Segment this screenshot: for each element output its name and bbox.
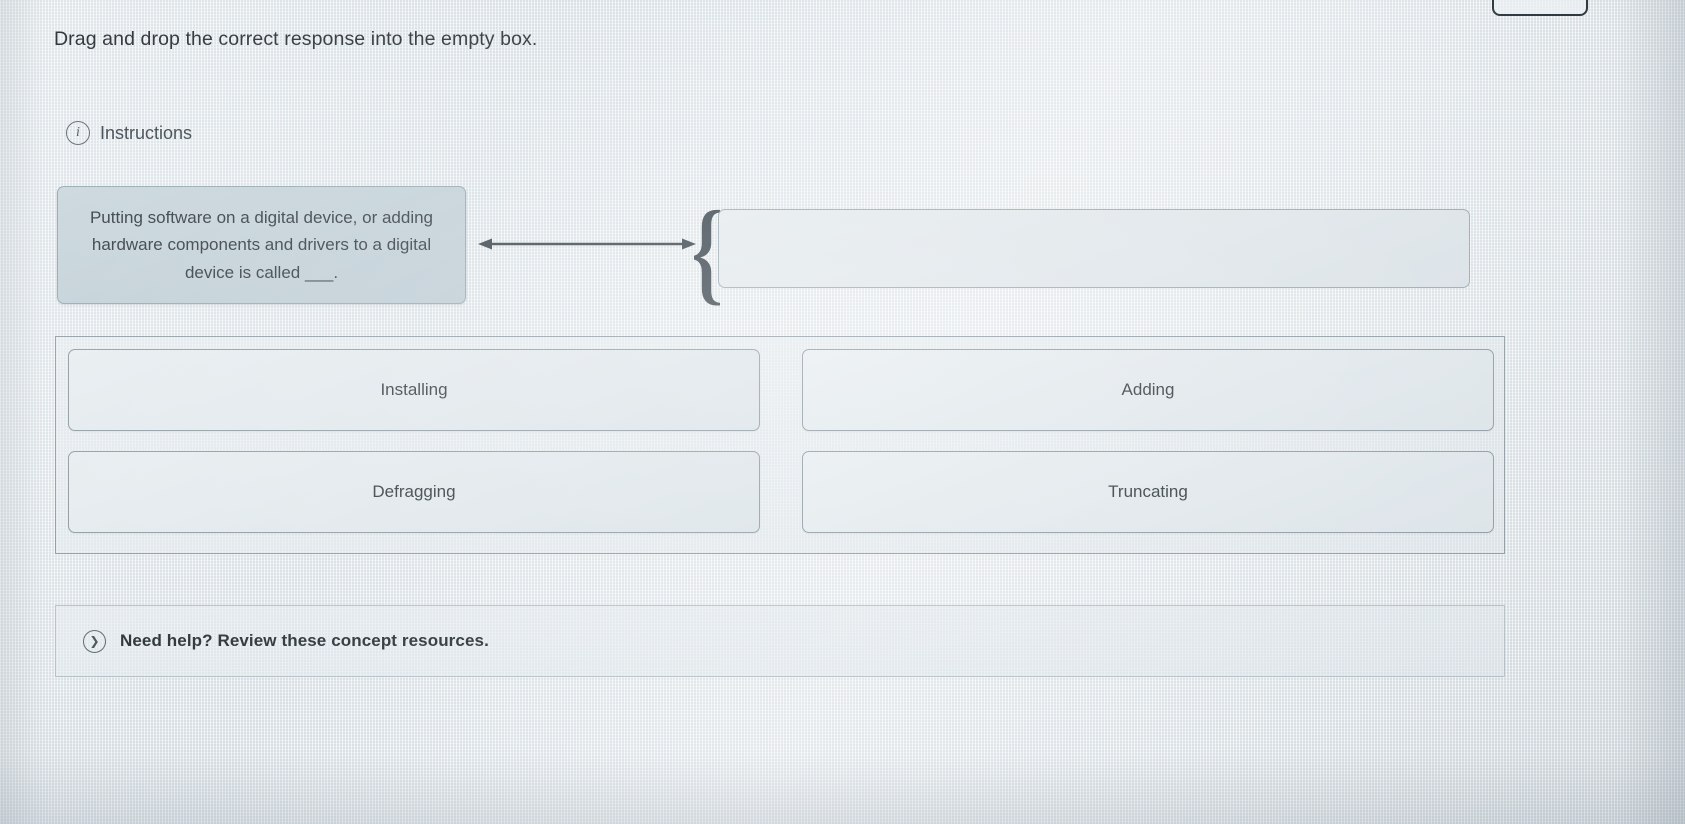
answer-bank: Installing Defragging Adding Truncating <box>55 336 1505 554</box>
answer-tile-installing[interactable]: Installing <box>68 349 760 431</box>
answer-column-right: Adding Truncating <box>802 349 1494 533</box>
info-circle-icon: i <box>66 121 90 145</box>
answer-tile-adding[interactable]: Adding <box>802 349 1494 431</box>
help-resources-bar[interactable]: ❯ Need help? Review these concept resour… <box>55 605 1505 677</box>
answer-column-left: Installing Defragging <box>68 349 760 533</box>
question-prompt-card: Putting software on a digital device, or… <box>57 186 466 304</box>
page-title: Drag and drop the correct response into … <box>54 28 538 50</box>
instructions-row[interactable]: i Instructions <box>66 121 192 145</box>
help-resources-label: Need help? Review these concept resource… <box>120 631 489 650</box>
answer-drop-zone[interactable] <box>718 209 1470 288</box>
top-right-button[interactable] <box>1492 0 1588 16</box>
question-prompt-text: Putting software on a digital device, or… <box>89 207 434 282</box>
instructions-label: Instructions <box>100 122 193 143</box>
answer-tile-truncating[interactable]: Truncating <box>802 451 1494 533</box>
chevron-right-circle-icon: ❯ <box>83 629 106 653</box>
double-headed-arrow-icon <box>478 238 696 250</box>
answer-tile-defragging[interactable]: Defragging <box>68 451 760 533</box>
brace-glyph: { <box>694 196 720 308</box>
